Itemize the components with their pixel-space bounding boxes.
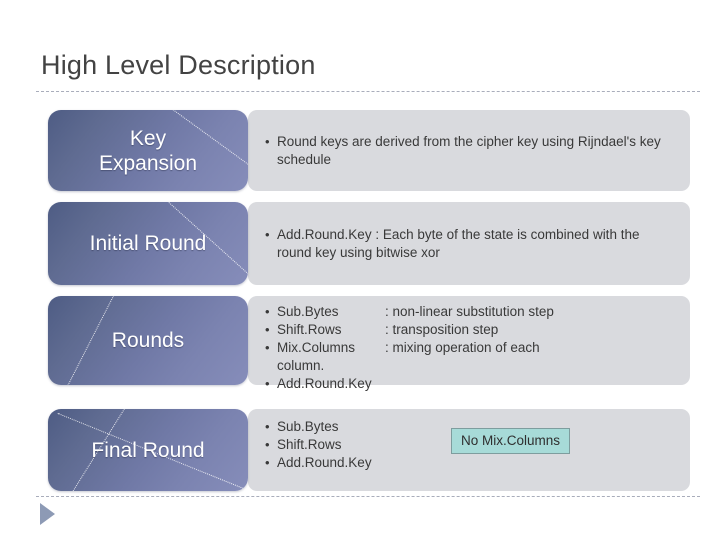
bullet-list: • Sub.Bytes • Shift.Rows • Add.Round.Key bbox=[265, 409, 704, 491]
bullet-description: : transposition step bbox=[385, 322, 499, 337]
bullet-dot-icon: • bbox=[265, 133, 270, 149]
bullet-dot-icon: • bbox=[265, 455, 270, 470]
bullet-term: Shift.Rows bbox=[277, 322, 342, 337]
list-item: • Round keys are derived from the cipher… bbox=[265, 133, 704, 169]
bullet-dot-icon: • bbox=[265, 419, 270, 434]
list-item: • Add.Round.Key bbox=[265, 454, 704, 472]
stage-label-box[interactable]: Initial Round bbox=[48, 202, 248, 285]
content-panel bbox=[248, 202, 690, 285]
bullet-dot-icon: • bbox=[265, 340, 270, 355]
bullet-dot-icon: • bbox=[265, 437, 270, 452]
bullet-continuation: column. bbox=[277, 358, 325, 373]
list-item: • Shift.Rows bbox=[265, 436, 704, 454]
stage-label-text: Initial Round bbox=[89, 232, 207, 255]
bullet-dot-icon: • bbox=[265, 322, 270, 337]
stage-label-text: Key Expansion bbox=[98, 126, 198, 175]
content-panel bbox=[248, 110, 690, 191]
stage-label-text: Rounds bbox=[111, 329, 185, 352]
stage-label-box[interactable]: Key Expansion bbox=[48, 110, 248, 191]
process-row-final-round: Final Round • Sub.Bytes • Shift.Rows • A… bbox=[0, 409, 720, 491]
bullet-term: Shift.Rows bbox=[277, 437, 342, 452]
list-item: • Sub.Bytes bbox=[265, 418, 704, 436]
footer-divider bbox=[36, 496, 700, 497]
list-item: • Add.Round.Key : Each byte of the state… bbox=[265, 226, 704, 262]
bullet-description: Round keys are derived from the cipher k… bbox=[277, 133, 661, 167]
bullet-term: Sub.Bytes bbox=[277, 304, 339, 319]
bullet-description: : mixing operation of each bbox=[385, 340, 540, 355]
content-panel bbox=[248, 296, 690, 385]
stage-label-box[interactable]: Rounds bbox=[48, 296, 248, 385]
diagonal-highlight-icon bbox=[66, 296, 118, 385]
bullet-term: Sub.Bytes bbox=[277, 419, 339, 434]
play-triangle-icon[interactable] bbox=[40, 503, 55, 525]
bullet-dot-icon: • bbox=[265, 376, 270, 391]
bullet-list: • Sub.Bytes : non-linear substitution st… bbox=[265, 296, 704, 391]
bullet-list: • Add.Round.Key : Each byte of the state… bbox=[265, 202, 704, 285]
process-row-key-expansion: Key Expansion • Round keys are derived f… bbox=[0, 110, 720, 191]
process-row-rounds: Rounds • Sub.Bytes : non-linear substitu… bbox=[0, 296, 720, 391]
bullet-term: Add.Round.Key bbox=[277, 455, 372, 470]
page-title: High Level Description bbox=[41, 50, 316, 80]
bullet-description: : non-linear substitution step bbox=[385, 304, 554, 319]
list-item: • Sub.Bytes : non-linear substitution st… bbox=[265, 303, 704, 321]
list-item: • Add.Round.Key bbox=[265, 375, 704, 393]
process-row-initial-round: Initial Round • Add.Round.Key : Each byt… bbox=[0, 202, 720, 285]
bullet-dot-icon: • bbox=[265, 304, 270, 319]
stage-label-box[interactable]: Final Round bbox=[48, 409, 248, 491]
no-mixcolumns-callout: No Mix.Columns bbox=[451, 428, 571, 454]
title-divider-top bbox=[36, 91, 700, 92]
stage-label-text: Final Round bbox=[91, 438, 205, 462]
bullet-list: • Round keys are derived from the cipher… bbox=[265, 110, 704, 191]
bullet-term: Mix.Columns bbox=[277, 340, 356, 355]
bullet-dot-icon: • bbox=[265, 226, 270, 242]
bullet-description: Add.Round.Key : Each byte of the state i… bbox=[277, 226, 640, 260]
bullet-term: Add.Round.Key bbox=[277, 376, 372, 391]
list-item: • Mix.Columns : mixing operation of each bbox=[265, 339, 704, 357]
list-item: • Shift.Rows : transposition step bbox=[265, 321, 704, 339]
